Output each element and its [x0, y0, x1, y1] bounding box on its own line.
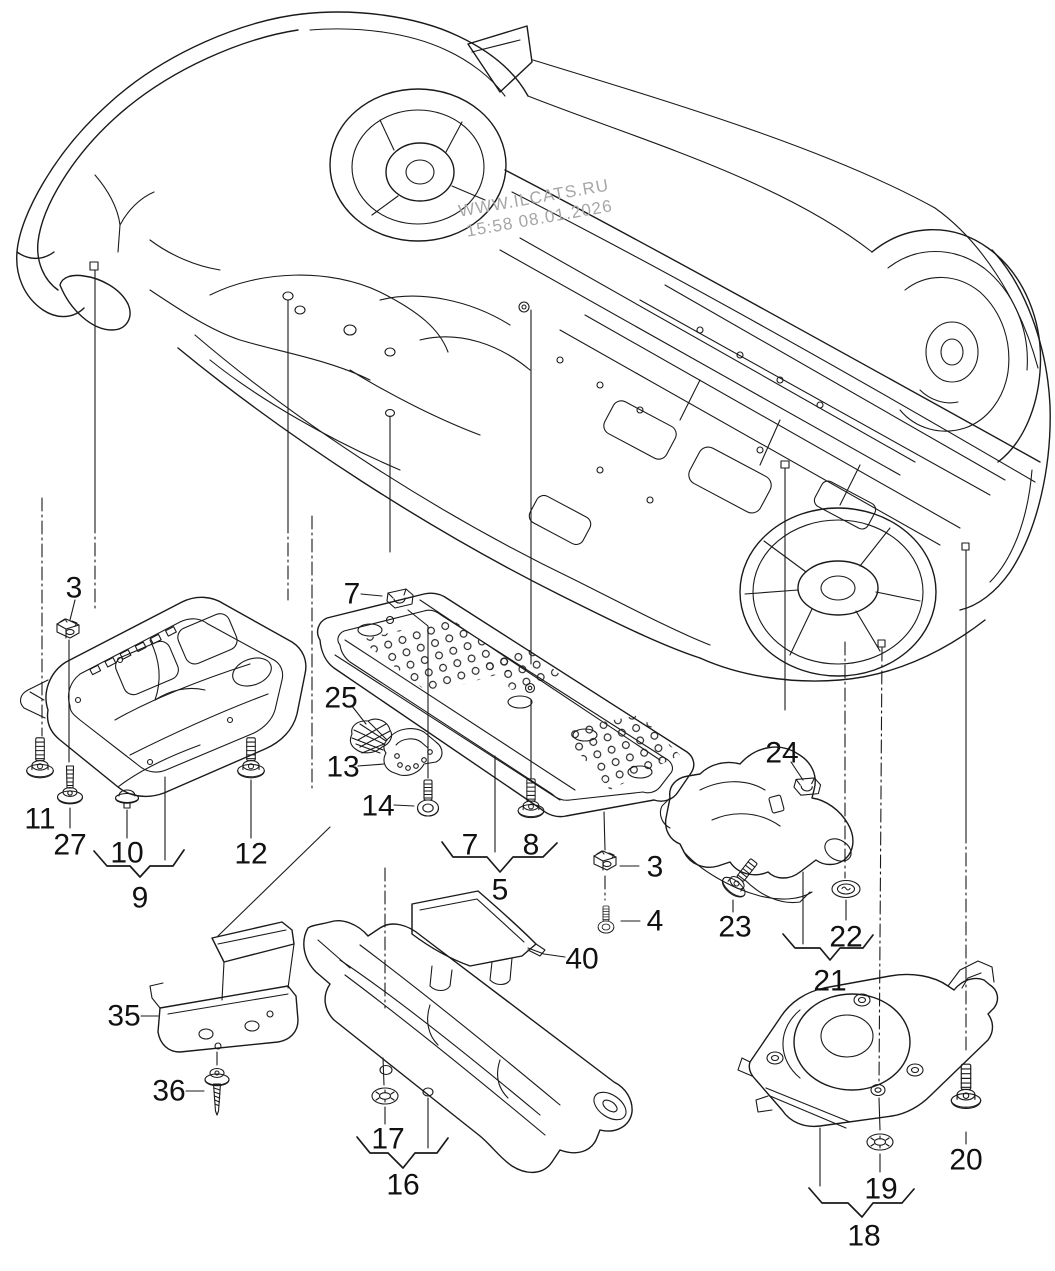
leader-line-3-left	[69, 599, 76, 621]
part-label-35: 35	[107, 1000, 140, 1033]
clip-24-icon	[792, 774, 822, 799]
air-duct	[659, 746, 854, 904]
part-label-24: 24	[765, 737, 798, 770]
part-label-17: 17	[371, 1123, 404, 1156]
front-bumper	[16, 13, 303, 331]
span-brackets	[93, 841, 915, 1218]
engine-undershield	[19, 596, 307, 798]
part-label-7-bottom: 7	[462, 829, 479, 862]
screw-27-icon	[56, 765, 84, 805]
bolt-23-icon	[718, 852, 766, 902]
part-label-19: 19	[864, 1173, 897, 1206]
part-label-12: 12	[234, 838, 267, 871]
label-line-17-upper	[382, 1057, 385, 1086]
side-member-bracket	[149, 921, 299, 1053]
grommet-22-icon	[831, 879, 861, 899]
axis-19	[878, 647, 883, 1085]
leader-line-3-right	[603, 811, 606, 851]
leader-lines	[41, 269, 967, 1187]
front-wheel-liner	[329, 88, 507, 242]
part-label-13: 13	[326, 751, 359, 784]
part-label-10: 10	[110, 837, 143, 870]
bolt-4-icon	[597, 905, 615, 934]
span-bracket-18	[808, 1187, 915, 1218]
part-label-5: 5	[492, 874, 509, 907]
spare-wheel-well	[739, 507, 937, 677]
part-label-3-right: 3	[647, 851, 664, 884]
part-label-22: 22	[829, 921, 862, 954]
leader-line-25	[351, 705, 367, 725]
span-bracket-9	[93, 849, 185, 878]
underbody-panel	[316, 592, 695, 818]
part-label-20: 20	[949, 1144, 982, 1177]
floor-pan	[177, 237, 1006, 682]
part-label-9: 9	[132, 882, 149, 915]
front-subframe	[89, 261, 531, 471]
cage-nut-3-right-icon	[593, 850, 617, 871]
bolt-12-icon	[237, 737, 265, 779]
part-label-27: 27	[53, 829, 86, 862]
cage-nut-3-left-icon	[56, 618, 80, 639]
part-label-8: 8	[523, 829, 540, 862]
leader-line-35-diagonal	[217, 826, 331, 937]
label-dash-40	[527, 947, 566, 958]
part-label-23: 23	[718, 911, 751, 944]
label-dash-14	[393, 804, 415, 807]
span-bracket-5	[441, 841, 558, 873]
hood-cowl-lines	[301, 11, 533, 97]
part-label-21: 21	[813, 965, 846, 998]
label-dash-7-top	[360, 593, 383, 597]
part-label-14: 14	[361, 790, 394, 823]
part-label-16: 16	[386, 1169, 419, 1202]
rear-wheel-arch	[871, 229, 1042, 463]
stud-screw-36-icon	[204, 1067, 230, 1116]
part-label-25: 25	[324, 682, 357, 715]
part-label-40: 40	[565, 943, 598, 976]
part-label-11: 11	[24, 803, 55, 836]
leader-line-24	[790, 761, 804, 781]
bolt-11-icon	[26, 737, 54, 779]
part-label-4: 4	[647, 905, 664, 938]
bolt-14-icon	[416, 779, 440, 817]
washer-19-icon	[866, 1133, 894, 1151]
washer-17-icon	[371, 1087, 399, 1105]
side-sill-lines	[504, 59, 1041, 483]
rear-bumper	[934, 207, 1051, 611]
bolt-8-icon	[517, 778, 545, 819]
insulation-cover-40	[411, 890, 546, 992]
vehicle-underbody-illustration	[16, 11, 1051, 682]
part-label-7-top: 7	[344, 578, 361, 611]
span-bracket-16	[356, 1136, 449, 1169]
label-line-19-upper	[878, 1097, 881, 1131]
spare-wheel-well-cover	[737, 960, 999, 1129]
span-bracket-21	[782, 933, 874, 961]
label-dash-13	[357, 763, 385, 767]
heat-shield	[303, 920, 633, 1173]
part-label-18: 18	[847, 1220, 880, 1253]
part-label-3-left: 3	[66, 572, 83, 605]
clip-7-icon	[386, 588, 414, 609]
axis-clip7-bolt14	[407, 609, 429, 779]
part-label-36: 36	[152, 1075, 185, 1108]
mesh-clip-25	[349, 718, 393, 754]
